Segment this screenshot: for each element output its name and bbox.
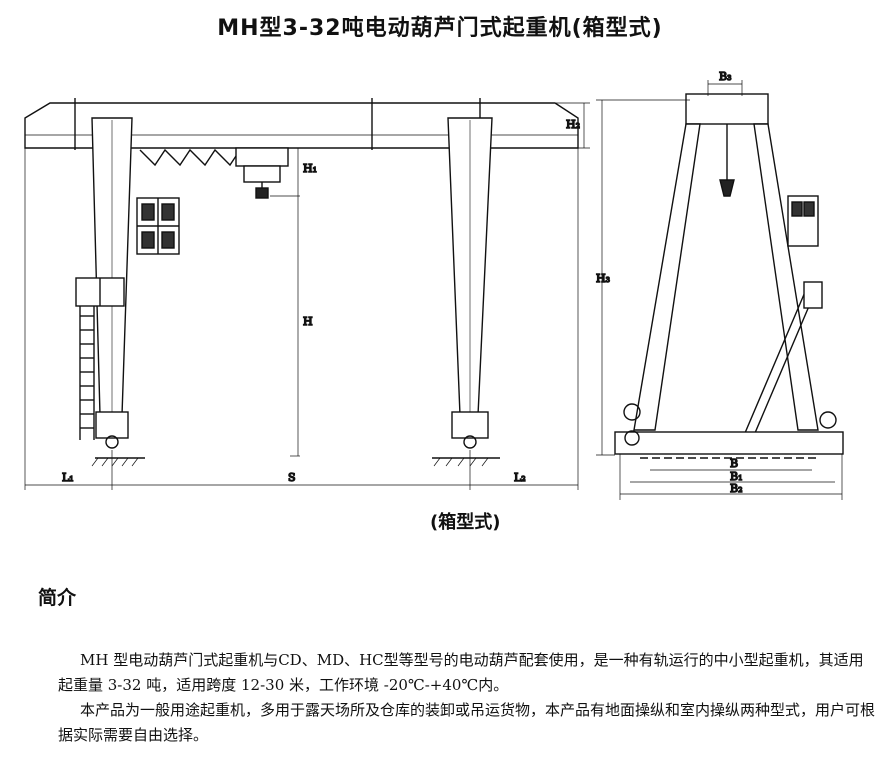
dim-b3: B₃ [719,70,732,83]
drawing-caption: (箱型式) [430,512,501,533]
side-view: B₃ H₃ B B₁ B₂ [595,69,844,500]
dim-b: B [730,457,738,470]
dim-h1: H₁ [303,162,317,175]
dim-b2: B₂ [730,482,743,495]
intro-body: MH 型电动葫芦门式起重机与CD、MD、HC型等型号的电动葫芦配套使用，是一种有… [58,648,878,748]
dim-l2: L₂ [514,471,526,484]
operator-cab [136,197,180,255]
dim-s: S [288,471,296,484]
cable-festoon [139,148,241,167]
front-view: H₁ H H₂ L₁ S L₂ [24,98,590,490]
page-title: MH型3-32吨电动葫芦门式起重机(箱型式) [217,16,663,41]
electric-hoist [235,147,289,199]
section-title: 简介 [38,587,77,609]
paragraph-2: 本产品为一般用途起重机，多用于露天场所及仓库的装卸或吊运货物，本产品有地面操纵和… [58,701,876,744]
dim-h: H [303,315,313,328]
side-right-leg [753,123,819,431]
crane-technical-drawing: H₁ H H₂ L₁ S L₂ [24,69,844,500]
paragraph-1: MH 型电动葫芦门式起重机与CD、MD、HC型等型号的电动葫芦配套使用，是一种有… [58,651,864,694]
side-left-leg [633,123,701,431]
dim-l1: L₁ [62,471,74,484]
dim-b1: B₁ [730,470,743,483]
side-girder [685,93,769,125]
ladder [75,277,125,440]
side-base-beam [614,431,844,455]
dim-h3: H₃ [596,272,610,285]
dim-h2: H₂ [566,118,580,131]
